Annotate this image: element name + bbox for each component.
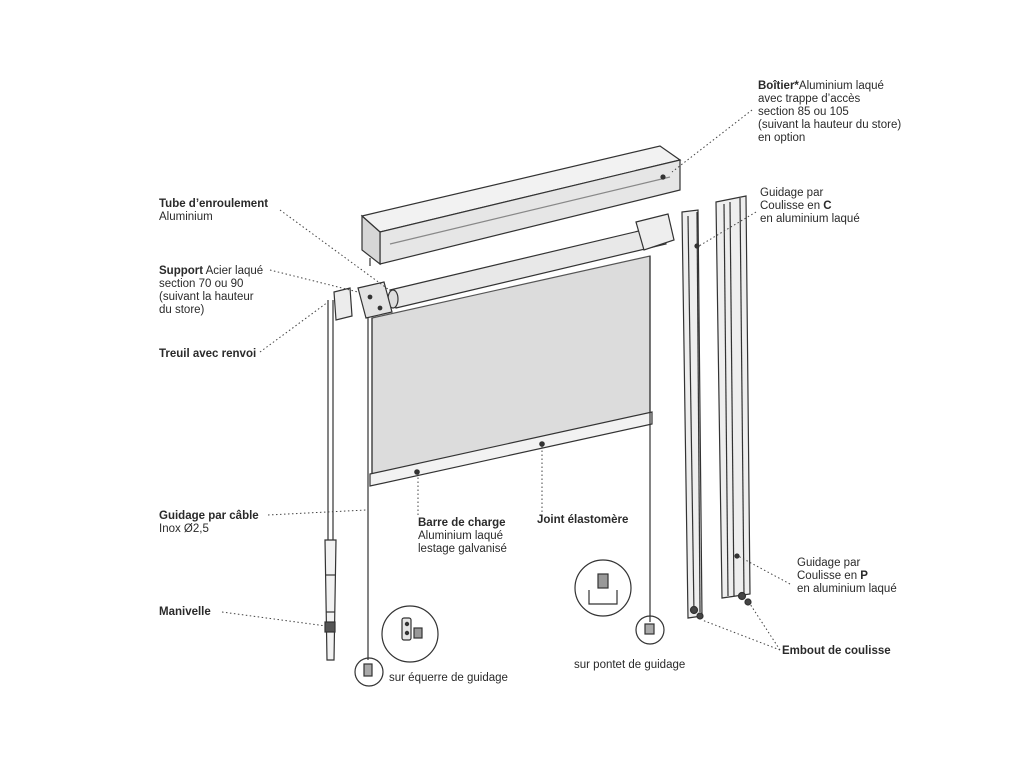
label-guidage-c-line2: Coulisse en — [760, 200, 824, 212]
label-support-line1: Acier laqué — [203, 265, 264, 277]
label-joint: Joint élastomère — [537, 514, 628, 527]
label-support: Support Acier laqué section 70 ou 90 (su… — [159, 265, 263, 317]
label-tube-title: Tube d’enroulement — [159, 198, 269, 210]
label-boitier-line5: en option — [758, 132, 806, 144]
label-support-line3: (suivant la hauteur — [159, 291, 254, 303]
label-support-line4: du store) — [159, 304, 205, 316]
label-boitier: Boîtier*Aluminium laqué avec trappe d’ac… — [758, 80, 901, 145]
label-barre: Barre de charge Aluminium laqué lestage … — [418, 517, 507, 556]
label-guidage-c-line3: en aluminium laqué — [760, 213, 860, 225]
winch-rod — [324, 300, 337, 661]
label-guidage-p-line1: Guidage par — [797, 557, 861, 569]
label-guidage-cable: Guidage par câble Inox Ø2,5 — [159, 510, 259, 536]
label-barre-line2: Aluminium laqué — [418, 530, 504, 542]
label-tube: Tube d’enroulement Aluminium — [159, 198, 268, 224]
label-boitier-line3: section 85 ou 105 — [758, 106, 849, 118]
label-guidage-p: Guidage par Coulisse en P en aluminium l… — [797, 557, 897, 596]
c-channel-rail — [681, 209, 703, 619]
label-joint-title: Joint élastomère — [537, 514, 629, 526]
label-equerre: sur équerre de guidage — [389, 672, 508, 685]
label-guidage-p-line2: Coulisse en — [797, 570, 861, 582]
label-pontet: sur pontet de guidage — [574, 659, 685, 672]
rail-end-caps — [689, 591, 752, 620]
label-support-line2: section 70 ou 90 — [159, 278, 244, 290]
label-boitier-line1: Aluminium laqué — [798, 80, 884, 92]
label-guidage-cable-line2: Inox Ø2,5 — [159, 523, 209, 535]
leader-lines — [221, 109, 791, 651]
label-guidage-c-line1: Guidage par — [760, 187, 824, 199]
label-boitier-line4: (suivant la hauteur du store) — [758, 119, 902, 131]
label-guidage-c-letter: C — [823, 200, 832, 212]
label-guidage-c: Guidage par Coulisse en C en aluminium l… — [760, 187, 860, 226]
label-boitier-line2: avec trappe d’accès — [758, 93, 861, 105]
label-guidage-cable-title: Guidage par câble — [159, 510, 259, 522]
roller-tube — [387, 213, 675, 309]
label-equerre-text: sur équerre de guidage — [389, 672, 508, 684]
label-manivelle-title: Manivelle — [159, 606, 211, 618]
label-embout-title: Embout de coulisse — [782, 645, 891, 657]
label-guidage-p-letter: P — [860, 570, 868, 582]
detail-bracket-equerre — [354, 605, 439, 687]
label-pontet-text: sur pontet de guidage — [574, 659, 686, 671]
label-guidage-p-line3: en aluminium laqué — [797, 583, 897, 595]
label-embout: Embout de coulisse — [782, 645, 891, 658]
detail-bracket-pontet — [574, 559, 665, 645]
label-support-title: Support — [159, 265, 204, 277]
label-tube-line2: Aluminium — [159, 211, 213, 223]
load-bar — [369, 411, 653, 487]
label-barre-line3: lestage galvanisé — [418, 543, 507, 555]
support-bracket — [333, 281, 393, 321]
p-channel-rail — [715, 195, 751, 599]
housing-box — [360, 145, 682, 266]
label-barre-title: Barre de charge — [418, 517, 506, 529]
label-treuil-title: Treuil avec renvoi — [159, 348, 257, 360]
label-manivelle: Manivelle — [159, 606, 211, 619]
label-treuil: Treuil avec renvoi — [159, 348, 256, 361]
label-boitier-title: Boîtier* — [758, 80, 799, 92]
